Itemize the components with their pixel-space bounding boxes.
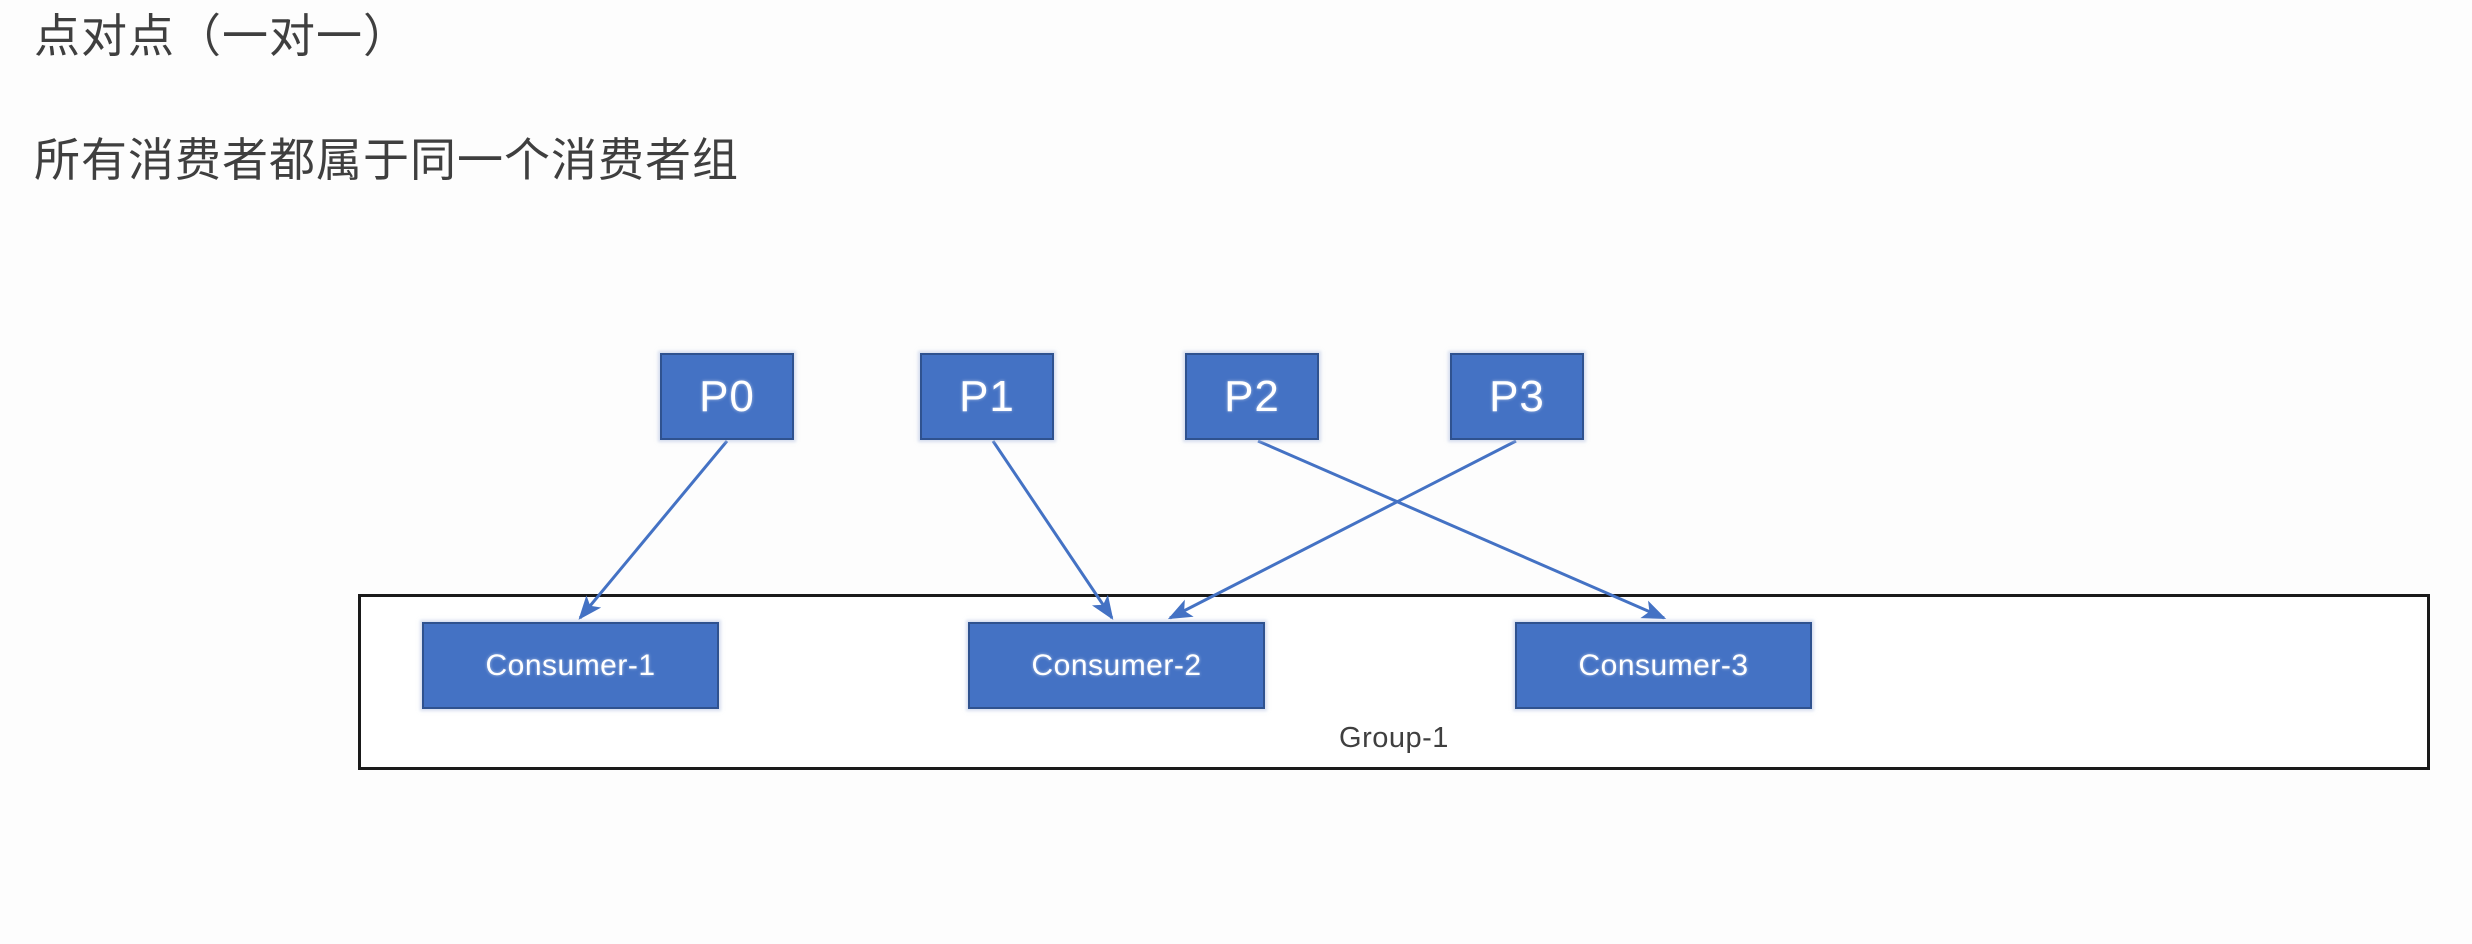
partition-label-p0: P0 <box>699 371 755 421</box>
partition-box-p1[interactable]: P1 <box>920 353 1054 440</box>
partition-box-p2[interactable]: P2 <box>1185 353 1319 440</box>
connector-p1-consumer2 <box>991 440 1114 620</box>
partition-box-p3[interactable]: P3 <box>1450 353 1584 440</box>
partition-label-p2: P2 <box>1224 371 1280 421</box>
consumer-group-label: Group-1 <box>1339 722 1449 754</box>
consumer-label-2: Consumer-2 <box>1031 648 1202 682</box>
page-subtitle: 所有消费者都属于同一个消费者组 <box>34 134 739 186</box>
consumer-box-1[interactable]: Consumer-1 <box>422 622 719 709</box>
consumer-box-2[interactable]: Consumer-2 <box>968 622 1265 709</box>
connector-p0-consumer1 <box>578 440 729 620</box>
consumer-label-1: Consumer-1 <box>485 648 656 682</box>
connector-p2-consumer3 <box>1257 439 1667 620</box>
consumer-box-3[interactable]: Consumer-3 <box>1515 622 1812 709</box>
consumer-label-3: Consumer-3 <box>1578 648 1749 682</box>
connector-p3-consumer2 <box>1167 439 1517 620</box>
page-title: 点对点（一对一） <box>34 10 410 62</box>
partition-label-p1: P1 <box>959 371 1015 421</box>
partition-label-p3: P3 <box>1489 371 1545 421</box>
partition-box-p0[interactable]: P0 <box>660 353 794 440</box>
